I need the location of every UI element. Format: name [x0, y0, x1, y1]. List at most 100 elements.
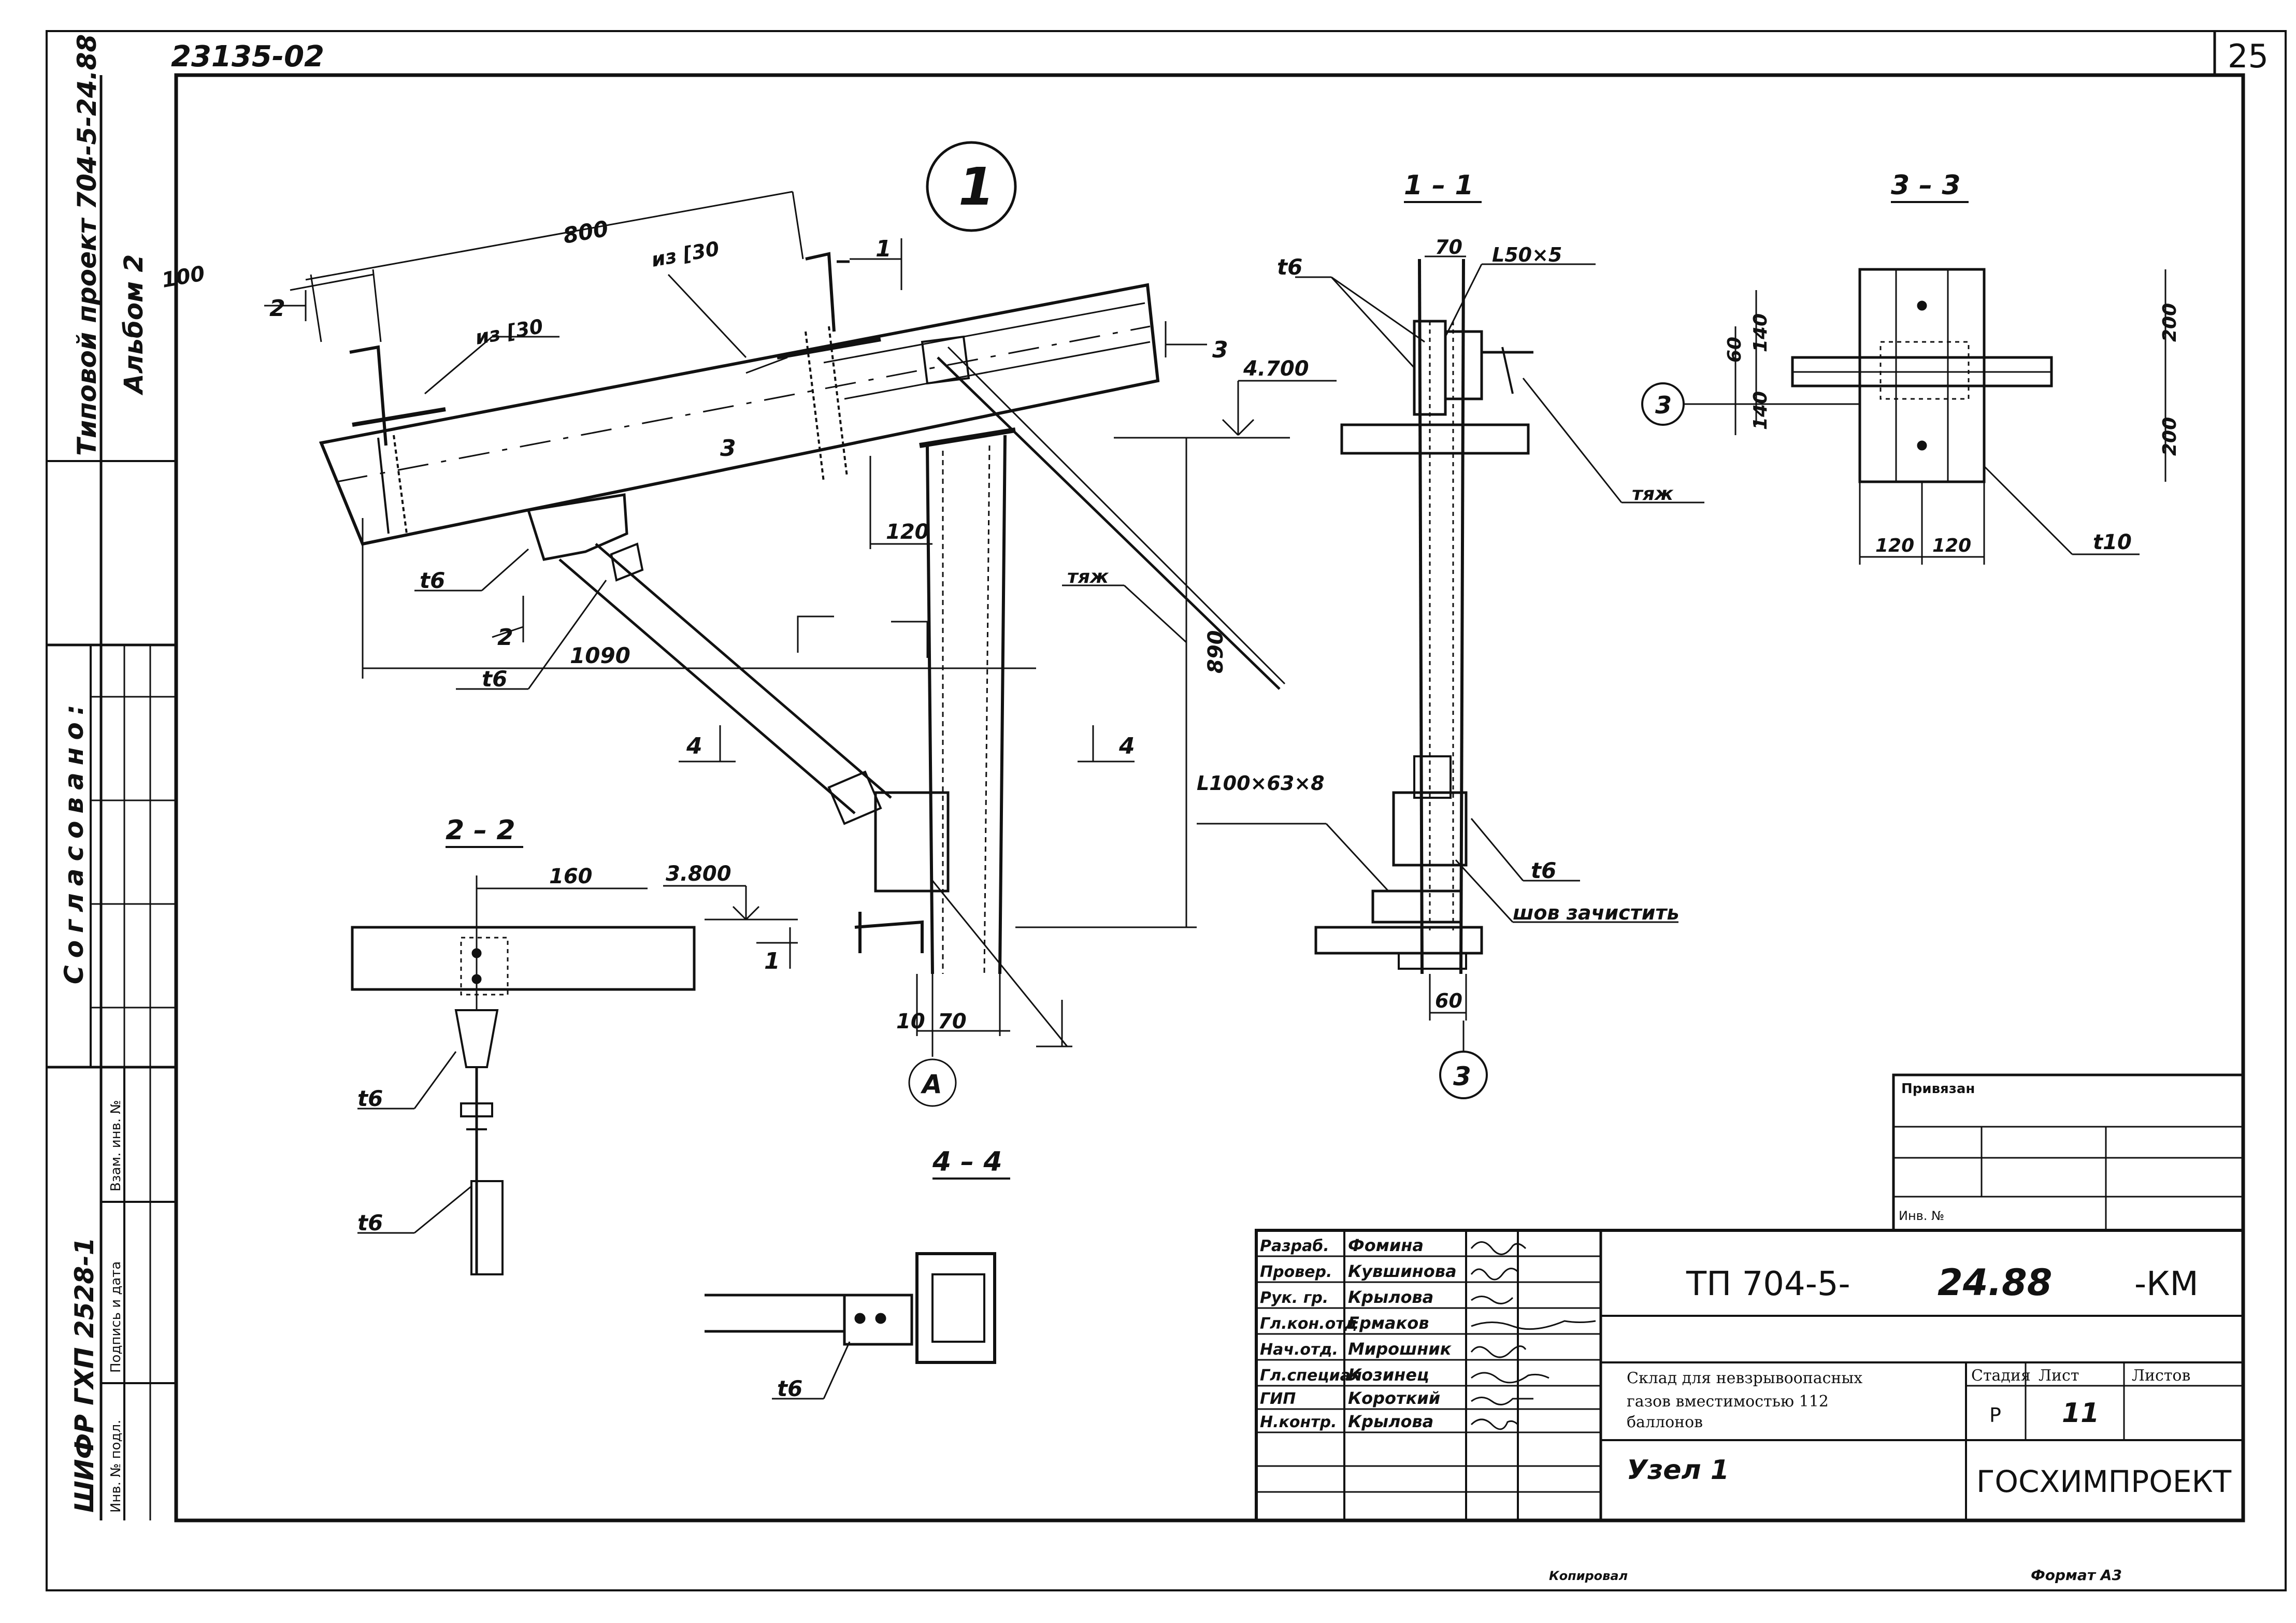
svg-text:Рук. гр.: Рук. гр. [1260, 1289, 1328, 1307]
svg-text:1: 1 [876, 236, 892, 262]
bind-title: Привязан [1901, 1081, 1975, 1097]
svg-text:t6: t6 [482, 666, 507, 692]
stage-label: Стадия [1971, 1367, 2031, 1385]
svg-text:4 – 4: 4 – 4 [932, 1146, 1002, 1177]
svg-text:Мирошник: Мирошник [1348, 1339, 1452, 1359]
left-album: Альбом 2 [119, 254, 149, 396]
cipher: ШИФР ГХП 2528-1 [69, 1237, 99, 1513]
svg-text:2: 2 [497, 624, 513, 651]
svg-text:t6: t6 [777, 1376, 802, 1401]
title-block [1255, 1229, 2245, 1522]
svg-text:3 – 3: 3 – 3 [1891, 170, 1961, 201]
description-line-2: газов вместимостью 112 [1627, 1392, 1829, 1411]
svg-text:3: 3 [1453, 1061, 1471, 1091]
sheet-code: 23135-02 [171, 40, 324, 74]
stamp-replace-label: Взам. инв. № [108, 1100, 124, 1191]
svg-text:70: 70 [1435, 236, 1462, 258]
svg-text:L100×63×8: L100×63×8 [1197, 772, 1325, 795]
svg-text:из [30: из [30 [473, 315, 545, 349]
svg-text:1090: 1090 [570, 643, 630, 668]
svg-text:тяж: тяж [1067, 566, 1109, 587]
section-4-4: 4 – 4 t6 [705, 1146, 1010, 1401]
svg-text:t6: t6 [1531, 858, 1556, 883]
svg-text:t6: t6 [420, 568, 445, 593]
section-1-1: 1 – 1 [1197, 170, 1704, 1099]
svg-text:ГИП: ГИП [1260, 1390, 1296, 1408]
svg-text:t6: t6 [1277, 254, 1302, 280]
sheet-label: Лист [2039, 1367, 2079, 1385]
svg-text:100: 100 [160, 262, 207, 293]
elev-3800: 3.800 [666, 862, 731, 886]
svg-text:2 – 2: 2 – 2 [446, 815, 515, 846]
node-marker: 1 [958, 156, 995, 217]
format-label: Формат А3 [2031, 1567, 2122, 1584]
bind-block [1892, 1073, 2245, 1232]
svg-text:1 – 1: 1 – 1 [1404, 170, 1474, 201]
svg-text:Крылова: Крылова [1348, 1412, 1433, 1431]
svg-text:10: 10 [896, 1010, 925, 1033]
svg-text:120: 120 [886, 520, 929, 544]
svg-text:60: 60 [1724, 337, 1745, 363]
svg-text:120: 120 [1875, 535, 1914, 556]
section-2-2: 2 – 2 160 t6 t6 [351, 815, 696, 1275]
main-dims [264, 191, 1337, 1107]
section-3-3: 3 – 3 60 140 140 200 200 [1641, 170, 2180, 565]
node-marker-circle [926, 141, 1017, 232]
svg-text:200: 200 [2159, 303, 2180, 342]
svg-text:t6: t6 [357, 1086, 383, 1111]
svg-text:2: 2 [269, 295, 285, 322]
svg-text:шов зачистить: шов зачистить [1513, 901, 1679, 924]
stamp-inv-label: Инв. № подл. [108, 1420, 124, 1513]
svg-text:Нач.отд.: Нач.отд. [1260, 1341, 1338, 1359]
svg-text:Провер.: Провер. [1260, 1263, 1332, 1281]
svg-text:200: 200 [2159, 417, 2180, 456]
svg-text:Гл.специал: Гл.специал [1260, 1367, 1362, 1385]
svg-text:Козинец: Козинец [1348, 1365, 1429, 1385]
doc-code: ТП 704-5- [1686, 1265, 1850, 1303]
stamp-sign-label: Подпись и дата [108, 1261, 124, 1373]
main-view [319, 252, 1286, 1047]
svg-text:Разраб.: Разраб. [1260, 1237, 1329, 1255]
svg-text:160: 160 [549, 865, 593, 888]
bind-inv: Инв. № [1899, 1209, 1944, 1223]
svg-text:Н.контр.: Н.контр. [1260, 1413, 1337, 1431]
svg-text:из [30: из [30 [650, 237, 721, 271]
svg-text:3: 3 [720, 435, 736, 462]
node-title: Узел 1 [1627, 1455, 1729, 1486]
page-number: 25 [2228, 37, 2269, 75]
svg-text:Короткий: Короткий [1348, 1388, 1440, 1408]
svg-text:4: 4 [686, 733, 702, 759]
svg-text:тяж: тяж [1632, 483, 1674, 505]
elev-4700: 4.700 [1243, 357, 1309, 381]
description-line-1: Склад для невзрывоопасных [1627, 1369, 1862, 1387]
inner-border [174, 73, 2245, 1523]
sheet-value: 11 [2062, 1398, 2099, 1429]
svg-text:140: 140 [1750, 313, 1771, 352]
agreed-label: Согласовано: [59, 697, 89, 984]
svg-text:70: 70 [938, 1010, 967, 1033]
svg-text:Крылова: Крылова [1348, 1287, 1433, 1307]
doc-suffix: -КМ [2134, 1265, 2199, 1303]
left-title: Типовой проект 704-5-24.88 [72, 34, 102, 456]
svg-text:t6: t6 [357, 1210, 383, 1236]
svg-text:3: 3 [1212, 337, 1228, 363]
svg-text:t10: t10 [2093, 530, 2132, 554]
outer-border [46, 30, 2287, 1591]
svg-text:890: 890 [1204, 630, 1228, 674]
svg-text:1: 1 [764, 948, 780, 974]
stage-value: Р [1989, 1404, 2001, 1427]
svg-text:140: 140 [1750, 391, 1771, 430]
title-block-rows: Разраб. Провер. Рук. гр. Гл.кон.отд Нач.… [1260, 1236, 1457, 1431]
sheets-label: Листов [2132, 1367, 2190, 1385]
axis-a: А [920, 1069, 942, 1099]
svg-text:Кувшинова: Кувшинова [1348, 1261, 1457, 1281]
copied-label: Копировал [1549, 1569, 1628, 1583]
description-line-3: баллонов [1627, 1413, 1703, 1431]
svg-text:Гл.кон.отд: Гл.кон.отд [1260, 1315, 1357, 1333]
svg-text:60: 60 [1435, 989, 1462, 1012]
svg-text:L50×5: L50×5 [1492, 243, 1562, 266]
svg-text:800: 800 [561, 216, 610, 248]
svg-text:3: 3 [1655, 391, 1672, 419]
svg-text:4: 4 [1118, 733, 1135, 759]
